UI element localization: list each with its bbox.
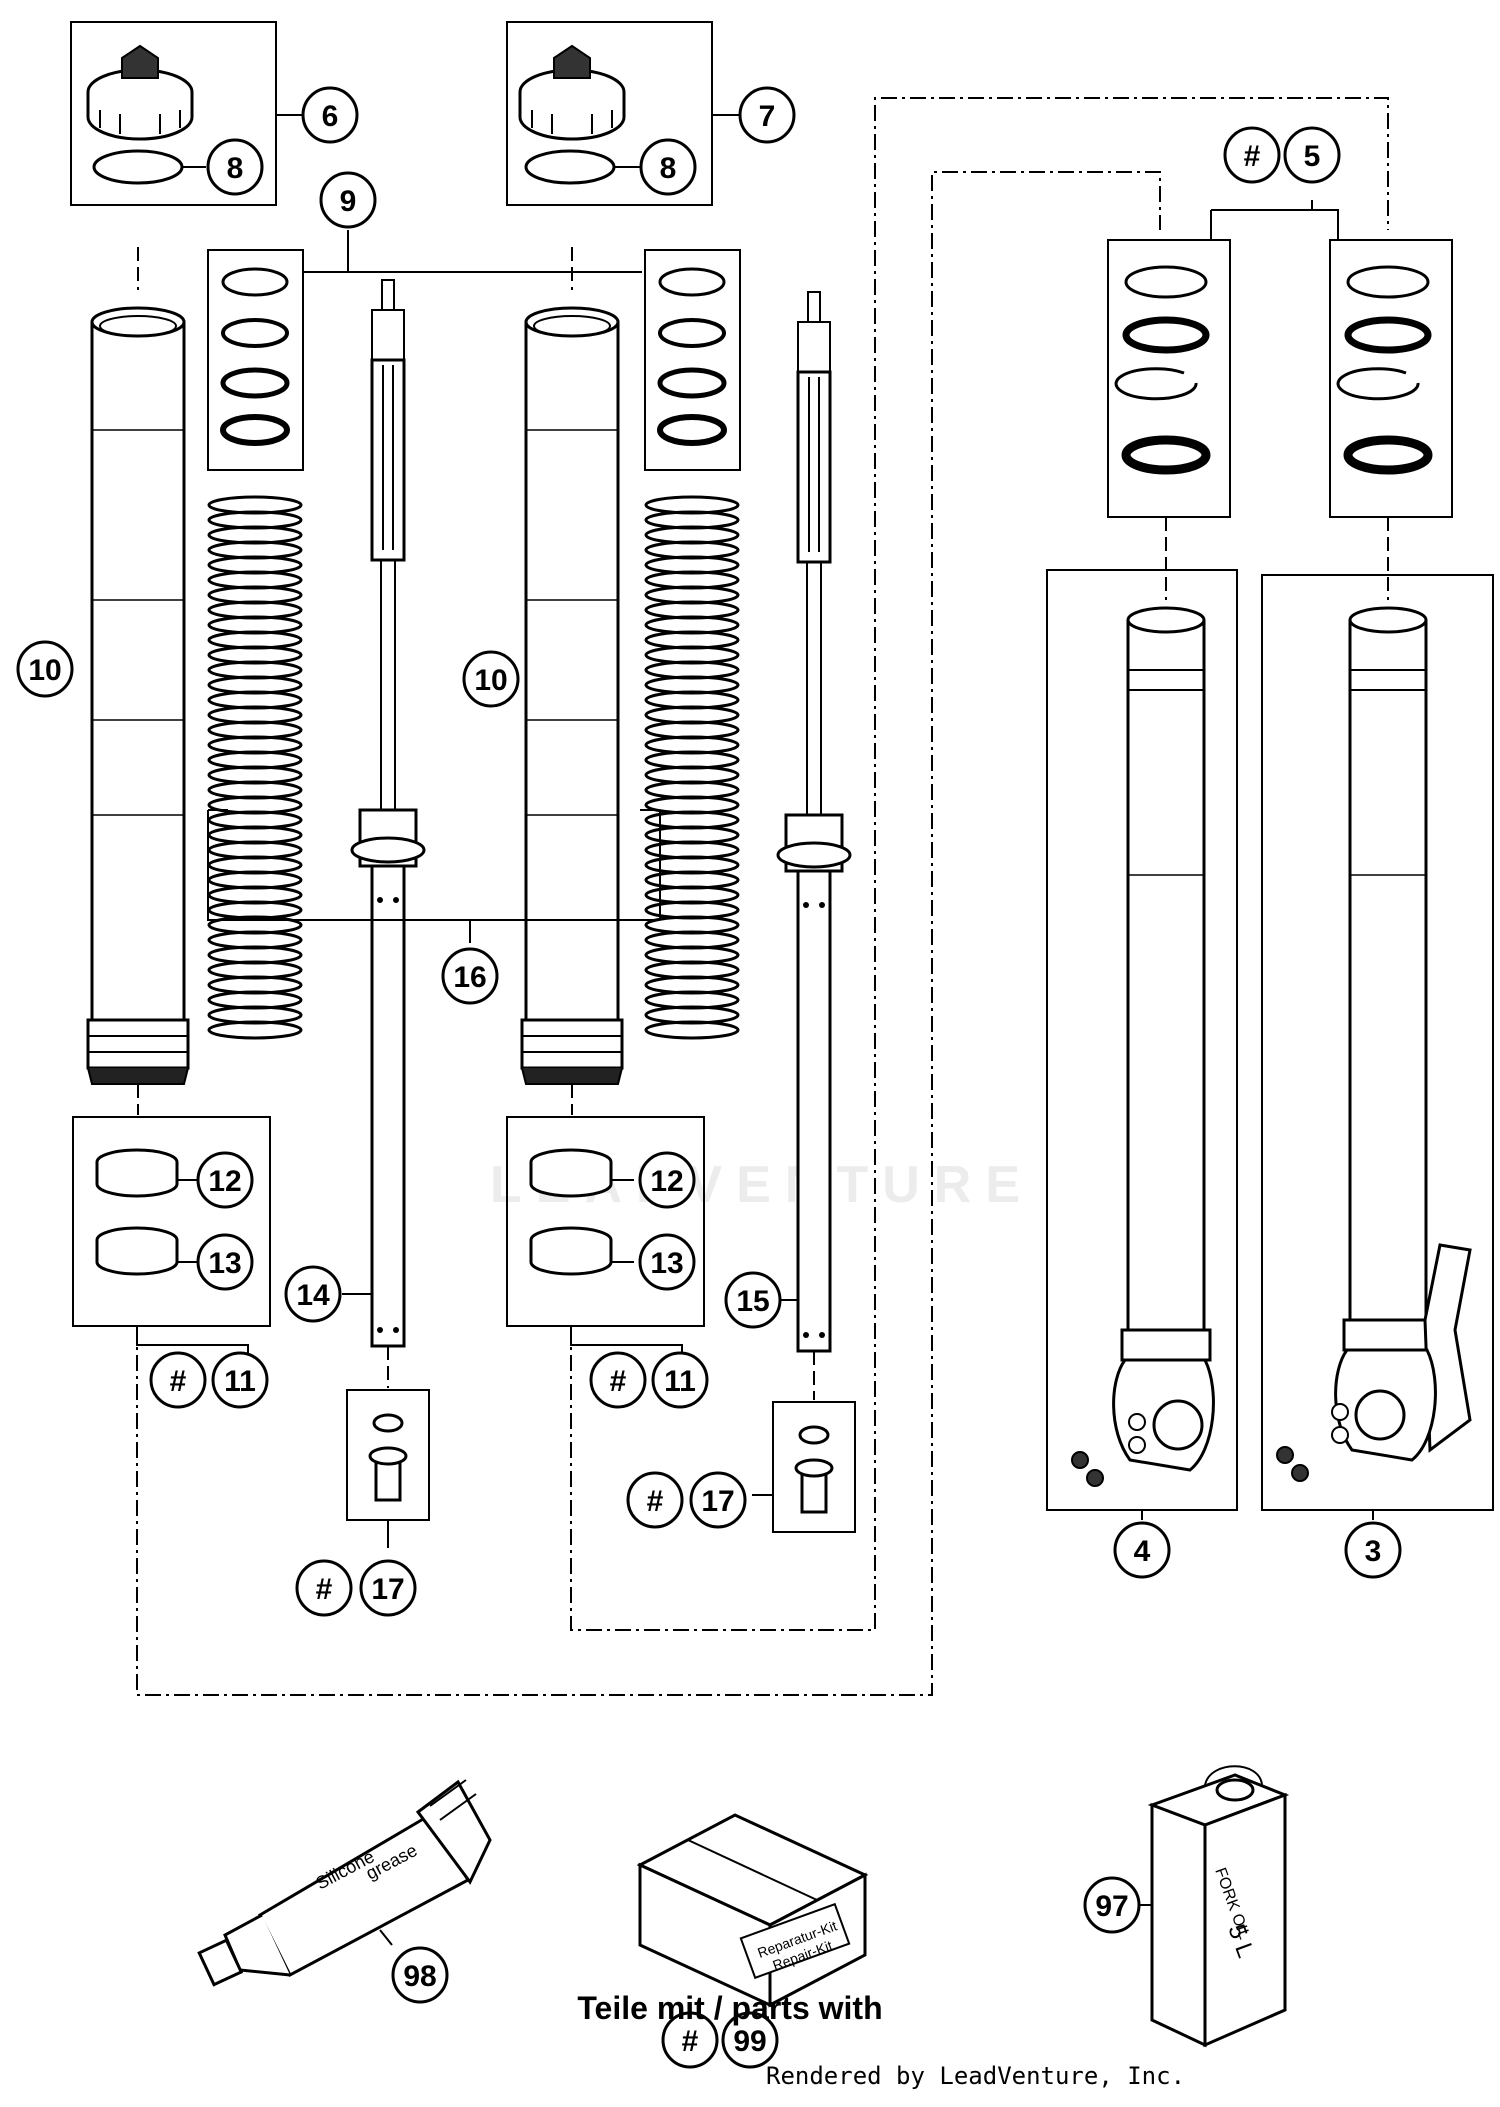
- callout-13-left: 13: [196, 1233, 254, 1291]
- spring-coil: [644, 1020, 740, 1040]
- o-ring-left: [92, 149, 184, 185]
- callout-15-label: 15: [736, 1285, 769, 1318]
- callout-16: 16: [441, 947, 499, 1005]
- spring-right: [644, 495, 740, 1040]
- spring-left: [207, 495, 303, 1040]
- callout-17-hash-left-label: #: [316, 1573, 333, 1606]
- callout-3: 3: [1344, 1521, 1402, 1579]
- callout-7: 7: [738, 86, 796, 144]
- callout-5: 5: [1283, 126, 1341, 184]
- callout-5-label: 5: [1304, 140, 1321, 173]
- callout-4-label: 4: [1134, 1535, 1151, 1568]
- callout-12-right: 12: [638, 1151, 696, 1209]
- shim-group-right: [644, 249, 741, 471]
- bushing-group-left: [72, 1116, 271, 1327]
- callout-13-right: 13: [638, 1233, 696, 1291]
- callout-99-label: 99: [733, 2025, 766, 2058]
- callout-12-left: 12: [196, 1151, 254, 1209]
- shim-group-left: [207, 249, 304, 471]
- damper-cartridge-left: [342, 279, 426, 1388]
- rendered-by-label: Rendered by LeadVenture, Inc.: [766, 2062, 1186, 2090]
- callout-5-hash-label: #: [1244, 140, 1261, 173]
- callout-6: 6: [301, 86, 359, 144]
- callout-11-left: 11: [211, 1351, 269, 1409]
- callout-15: 15: [724, 1271, 782, 1329]
- callout-11-hash-left-label: #: [170, 1365, 187, 1398]
- callout-17-left: 17: [359, 1559, 417, 1617]
- callout-10-right: 10: [462, 650, 520, 708]
- callout-17-right: 17: [689, 1471, 747, 1529]
- damper-cartridge-right: [770, 291, 852, 1400]
- callout-13-right-label: 13: [650, 1247, 683, 1280]
- grease-tube: Silicone grease: [197, 1779, 492, 1987]
- callout-11-right: 11: [651, 1351, 709, 1409]
- callout-11-hash-right-label: #: [610, 1365, 627, 1398]
- cap-group-left: [70, 21, 277, 206]
- callout-7-label: 7: [759, 100, 776, 133]
- callout-97-label: 97: [1095, 1890, 1128, 1923]
- callout-11-left-label: 11: [224, 1365, 256, 1398]
- repair-kit-box: Reparatur-Kit Repair-Kit: [636, 1813, 869, 2008]
- callout-10-right-label: 10: [474, 664, 507, 697]
- callout-99-hash-label: #: [682, 2025, 699, 2058]
- callout-16-label: 16: [453, 961, 486, 994]
- callout-17-left-label: 17: [371, 1573, 404, 1606]
- cap-group-right: [506, 21, 713, 206]
- callout-17-hash-right-label: #: [647, 1485, 664, 1518]
- spring-coil: [207, 1020, 303, 1040]
- callout-98-label: 98: [403, 1960, 436, 1993]
- callout-5-hash: #: [1223, 126, 1281, 184]
- callout-8-left-label: 8: [227, 152, 244, 185]
- seal-group-right: [1329, 239, 1453, 518]
- callout-12-left-label: 12: [208, 1165, 241, 1198]
- callout-14-label: 14: [296, 1279, 330, 1312]
- callout-98: 98: [391, 1946, 449, 2004]
- outer-tube-left: [86, 247, 190, 1115]
- callout-6-label: 6: [322, 100, 339, 133]
- callout-13-left-label: 13: [208, 1247, 241, 1280]
- callout-11-hash-left: #: [149, 1351, 207, 1409]
- bottom-bolt-group-right: [772, 1401, 856, 1533]
- callout-12-right-label: 12: [650, 1165, 683, 1198]
- callout-8-right: 8: [639, 138, 697, 196]
- callout-99: 99: [721, 2011, 779, 2069]
- callout-4: 4: [1113, 1521, 1171, 1579]
- outer-tube-right: [520, 247, 624, 1115]
- parts-with-label: Teile mit / parts with: [577, 1990, 883, 2026]
- callout-9: 9: [319, 171, 377, 229]
- bottom-bolt-group-left: [346, 1389, 430, 1521]
- callout-99-hash: #: [661, 2011, 719, 2069]
- seal-group-left: [1107, 239, 1231, 518]
- callout-8-right-label: 8: [660, 152, 677, 185]
- callout-11-right-label: 11: [664, 1365, 696, 1398]
- callout-17-hash-left: #: [295, 1559, 353, 1617]
- callout-17-right-label: 17: [701, 1485, 734, 1518]
- screw-cap-left: [86, 44, 194, 141]
- fork-oil-can: FORK OIL 5 L: [1147, 1765, 1290, 2048]
- inner-tube-right: [1261, 574, 1494, 1511]
- callout-8-left: 8: [206, 138, 264, 196]
- inner-tube-left: [1046, 569, 1238, 1511]
- callout-9-label: 9: [340, 185, 357, 218]
- callout-14: 14: [284, 1265, 342, 1323]
- bushing-group-right: [506, 1116, 705, 1327]
- callout-3-label: 3: [1365, 1535, 1382, 1568]
- callout-10-left: 10: [16, 640, 74, 698]
- callout-17-hash-right: #: [626, 1471, 684, 1529]
- callout-10-left-label: 10: [28, 654, 61, 687]
- callout-97: 97: [1083, 1876, 1141, 1934]
- callout-11-hash-right: #: [589, 1351, 647, 1409]
